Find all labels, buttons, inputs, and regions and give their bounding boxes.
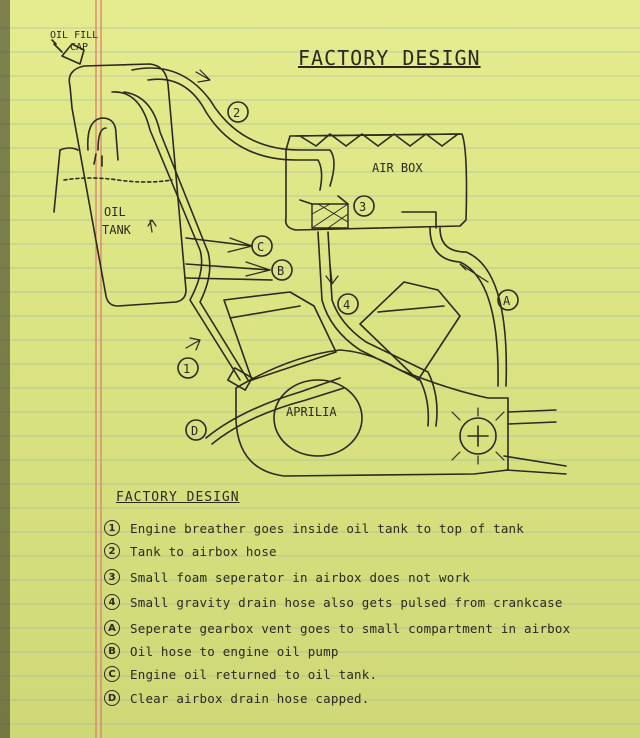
oil-fill-cap bbox=[61, 43, 85, 65]
hose-1 bbox=[111, 91, 241, 381]
legend-item-2: 2 Tank to airbox hose bbox=[104, 540, 277, 562]
crankcase bbox=[235, 349, 509, 477]
hose-4 bbox=[317, 231, 430, 427]
legend-item-1: 1 Engine breather goes inside oil tank t… bbox=[104, 517, 524, 539]
sprocket bbox=[459, 417, 497, 455]
engine-label: APRILIA bbox=[286, 405, 337, 419]
svg-text:4: 4 bbox=[343, 298, 350, 312]
legend-text: Tank to airbox hose bbox=[130, 543, 277, 559]
legend-item-3: 3 Small foam seperator in airbox does no… bbox=[104, 566, 470, 588]
cylinder-right bbox=[359, 281, 461, 381]
legend-marker: 1 bbox=[104, 520, 120, 536]
svg-text:1: 1 bbox=[183, 362, 190, 376]
airbox-outline bbox=[284, 133, 468, 231]
legend-text: Small foam seperator in airbox does not … bbox=[130, 569, 470, 585]
svg-text:B: B bbox=[277, 264, 284, 278]
oil-fill-cap-label: OIL FILL bbox=[50, 30, 98, 41]
legend-text: Small gravity drain hose also gets pulse… bbox=[130, 594, 563, 610]
legend-text: Clear airbox drain hose capped. bbox=[130, 690, 370, 706]
legend-marker: 2 bbox=[104, 543, 120, 559]
hose-2 bbox=[131, 67, 335, 187]
oil-tank-label: OIL bbox=[104, 205, 126, 219]
legend-item-A: A Seperate gearbox vent goes to small co… bbox=[104, 617, 570, 639]
legend-marker: 3 bbox=[104, 569, 120, 585]
svg-text:C: C bbox=[257, 240, 264, 254]
cylinder-left bbox=[223, 291, 337, 381]
svg-text:3: 3 bbox=[359, 200, 366, 214]
legend-item-C: C Engine oil returned to oil tank. bbox=[104, 663, 377, 685]
svg-text:D: D bbox=[191, 424, 198, 438]
page-title: FACTORY DESIGN bbox=[298, 46, 481, 70]
legend-heading: FACTORY DESIGN bbox=[116, 490, 240, 505]
legend-marker: A bbox=[104, 620, 120, 636]
hose-C bbox=[185, 237, 253, 247]
legend-text: Oil hose to engine oil pump bbox=[130, 643, 339, 659]
legend-item-B: B Oil hose to engine oil pump bbox=[104, 640, 339, 662]
legend-marker: D bbox=[104, 690, 120, 706]
legend-text: Engine breather goes inside oil tank to … bbox=[130, 520, 525, 536]
hose-A bbox=[429, 227, 499, 387]
hose-B bbox=[185, 263, 271, 271]
legend-text: Engine oil returned to oil tank. bbox=[130, 666, 378, 682]
legend-item-4: 4 Small gravity drain hose also gets pul… bbox=[104, 591, 563, 613]
oil-tank-outline bbox=[68, 63, 187, 307]
legend-marker: B bbox=[104, 643, 120, 659]
legend-marker: C bbox=[104, 666, 120, 682]
svg-text:2: 2 bbox=[233, 106, 240, 120]
legend-text: Seperate gearbox vent goes to small comp… bbox=[130, 620, 571, 636]
svg-text:TANK: TANK bbox=[102, 223, 132, 237]
engine-cover bbox=[273, 379, 363, 457]
svg-text:A: A bbox=[503, 294, 511, 308]
air-box-label: AIR BOX bbox=[372, 161, 423, 175]
legend-item-D: D Clear airbox drain hose capped. bbox=[104, 687, 370, 709]
legend-marker: 4 bbox=[104, 594, 120, 610]
svg-text:CAP: CAP bbox=[70, 42, 88, 53]
